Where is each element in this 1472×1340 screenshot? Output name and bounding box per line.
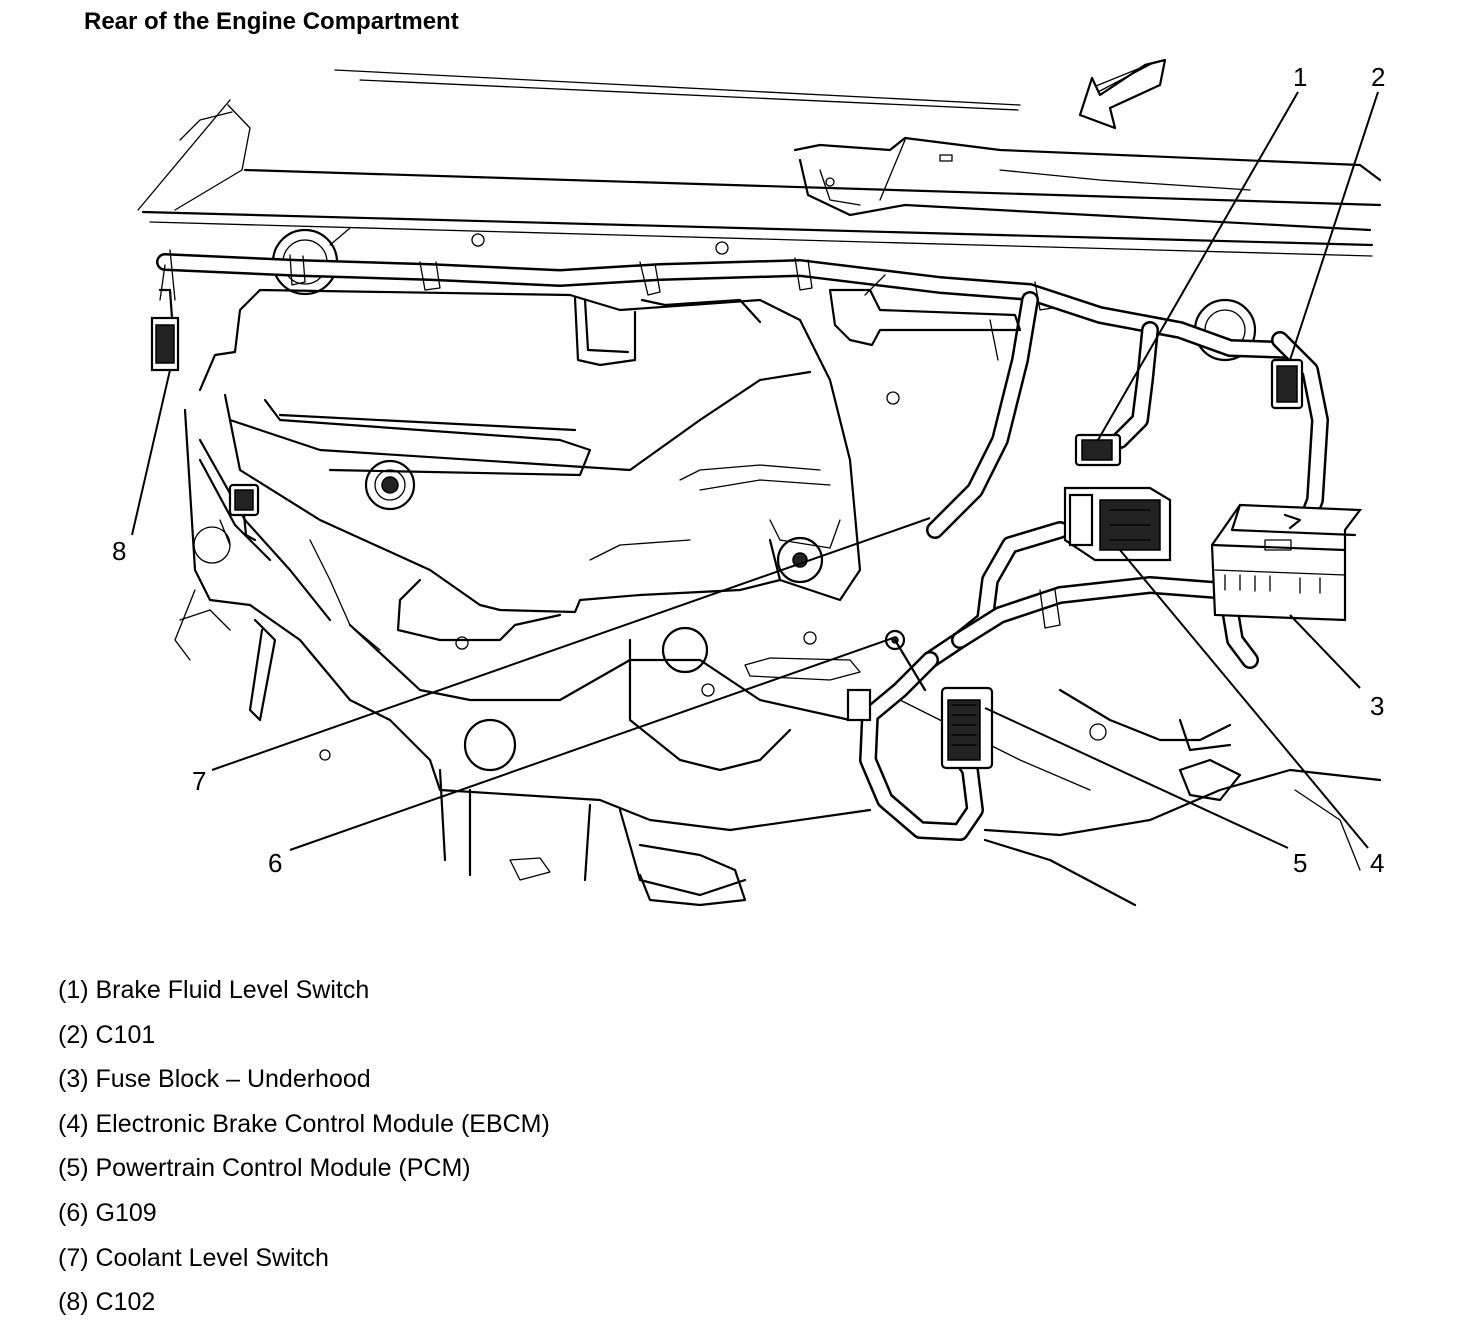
wiring-harness [156, 249, 1329, 841]
callout-2: 2 [1371, 62, 1385, 92]
left-side-structure [174, 408, 381, 722]
fuse-block-underhood [1210, 503, 1363, 622]
callout-6: 6 [268, 848, 282, 878]
c102-connector [150, 288, 180, 372]
legend-item-coolant-level-switch: (7) Coolant Level Switch [58, 1243, 329, 1272]
callout-8: 8 [112, 536, 126, 566]
ebcm-module [1063, 486, 1172, 562]
brake-fluid-level-switch [1074, 433, 1122, 467]
callout-3: 3 [1370, 691, 1384, 721]
wiper-cowl [793, 136, 1382, 232]
callout-5: 5 [1293, 848, 1307, 878]
grommet-lower-center [776, 536, 824, 584]
direction-arrow-icon [1078, 58, 1167, 130]
fasteners [319, 233, 1107, 761]
cowl-panel [137, 69, 1382, 257]
diagram-title: Rear of the Engine Compartment [84, 8, 459, 35]
firewall-panel [198, 288, 862, 642]
leader-lines [131, 91, 1379, 851]
grommet-center [364, 459, 416, 511]
harness-bracket [828, 274, 1022, 361]
legend-item-c101: (2) C101 [58, 1020, 156, 1049]
component-legend: (1) Brake Fluid Level Switch (2) C101 (3… [58, 972, 550, 1329]
engine-compartment-illustration: 1 2 3 4 5 6 7 8 [112, 58, 1385, 907]
legend-item-pcm: (5) Powertrain Control Module (PCM) [58, 1154, 471, 1183]
lower-structure [298, 623, 1382, 907]
legend-item-c102: (8) C102 [58, 1288, 156, 1317]
legend-item-ebcm: (4) Electronic Brake Control Module (EBC… [58, 1109, 550, 1138]
legend-item-fuse-block: (3) Fuse Block – Underhood [58, 1065, 371, 1094]
callout-1: 1 [1293, 62, 1307, 92]
coolant-level-switch [228, 483, 260, 542]
c101-connector [1270, 358, 1304, 410]
legend-item-brake-fluid-level-switch: (1) Brake Fluid Level Switch [58, 976, 370, 1004]
callout-7: 7 [192, 766, 206, 796]
legend-item-g109: (6) G109 [58, 1198, 157, 1227]
callout-4: 4 [1370, 848, 1384, 878]
pcm-connector [846, 686, 994, 770]
